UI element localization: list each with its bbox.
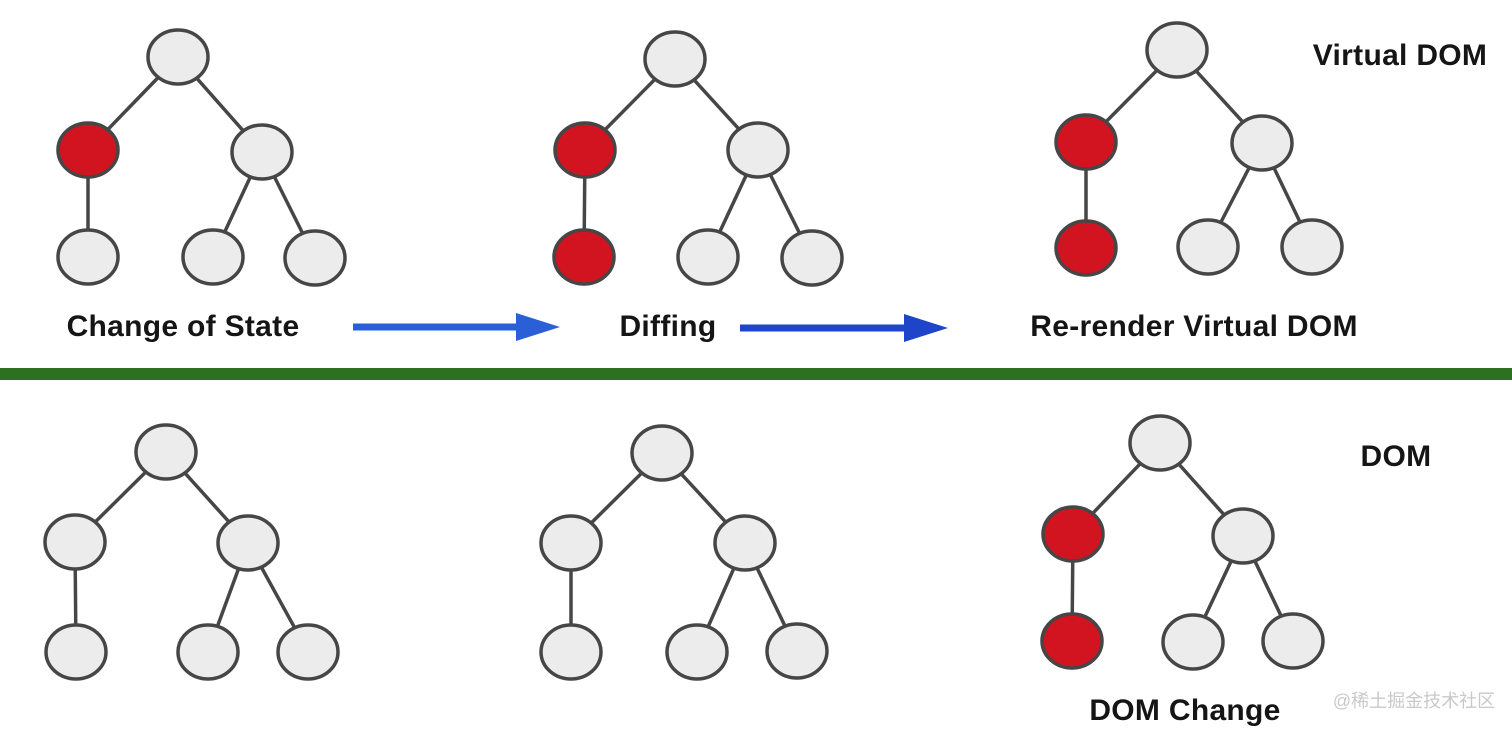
- tree-node-right: [713, 514, 777, 572]
- tree-node-right-child-2: [780, 229, 844, 287]
- tree-node-right-child-2: [276, 623, 340, 681]
- stage-label-change-of-state: Change of State: [66, 310, 300, 343]
- tree-node-root: [630, 424, 694, 482]
- tree-vdom-change-of-state: [56, 28, 347, 287]
- tree-node-right-child-2: [765, 622, 829, 680]
- tree-node-right-child-2: [283, 229, 347, 287]
- tree-node-right-child-2: [1261, 612, 1325, 670]
- tree-node-left-child-changed: [552, 228, 616, 286]
- tree-node-root: [1145, 21, 1209, 79]
- tree-node-left: [539, 514, 603, 572]
- tree-node-right-child-1: [176, 623, 240, 681]
- tree-dom-before-1: [43, 423, 340, 681]
- tree-node-left-child-changed: [1040, 612, 1104, 670]
- arrow-head-icon: [904, 314, 948, 342]
- tree-node-left-child: [539, 623, 603, 681]
- tree-node-root: [134, 423, 198, 481]
- tree-node-right-child-1: [1161, 613, 1225, 671]
- tree-node-right: [1211, 507, 1275, 565]
- stage-label-diffing: Diffing: [619, 310, 717, 343]
- tree-node-root: [643, 30, 707, 88]
- tree-node-left-changed: [553, 121, 617, 179]
- tree-node-root: [1128, 414, 1192, 472]
- tree-node-right: [216, 514, 280, 572]
- tree-dom-before-2: [539, 424, 829, 681]
- tree-node-right: [230, 123, 294, 181]
- tree-node-right: [1230, 114, 1294, 172]
- tree-node-left-child: [44, 623, 108, 681]
- arrow-shaft: [740, 324, 904, 332]
- tree-vdom-rerender: [1054, 21, 1344, 277]
- watermark-text: @稀土掘金技术社区: [1332, 691, 1496, 711]
- tree-node-left-changed: [1054, 113, 1118, 171]
- tree-node-right-child-1: [1176, 218, 1240, 276]
- tree-dom-change: [1040, 414, 1325, 671]
- tree-node-left-changed: [56, 121, 120, 179]
- arrow-head-icon: [516, 313, 560, 341]
- tree-node-left-child-changed: [1054, 219, 1118, 277]
- arrow-change-to-diffing: [353, 313, 560, 341]
- tree-node-right: [726, 121, 790, 179]
- stage-label-rerender-virtual-dom: Re-render Virtual DOM: [1030, 310, 1358, 343]
- tree-node-right-child-1: [676, 228, 740, 286]
- tree-node-left-changed: [1041, 505, 1105, 563]
- tree-node-left: [43, 513, 107, 571]
- tree-node-right-child-2: [1280, 218, 1344, 276]
- tree-node-right-child-1: [665, 623, 729, 681]
- section-label-dom: DOM: [1360, 440, 1432, 473]
- tree-node-left-child: [56, 228, 120, 286]
- tree-node-right-child-1: [181, 228, 245, 286]
- arrow-diffing-to-rerender: [740, 314, 948, 342]
- stage-label-dom-change: DOM Change: [1089, 694, 1281, 727]
- arrow-shaft: [353, 323, 516, 331]
- tree-vdom-diffing: [552, 30, 844, 287]
- divider-bar: [0, 368, 1512, 380]
- tree-node-root: [146, 28, 210, 86]
- section-label-virtual-dom: Virtual DOM: [1312, 39, 1488, 72]
